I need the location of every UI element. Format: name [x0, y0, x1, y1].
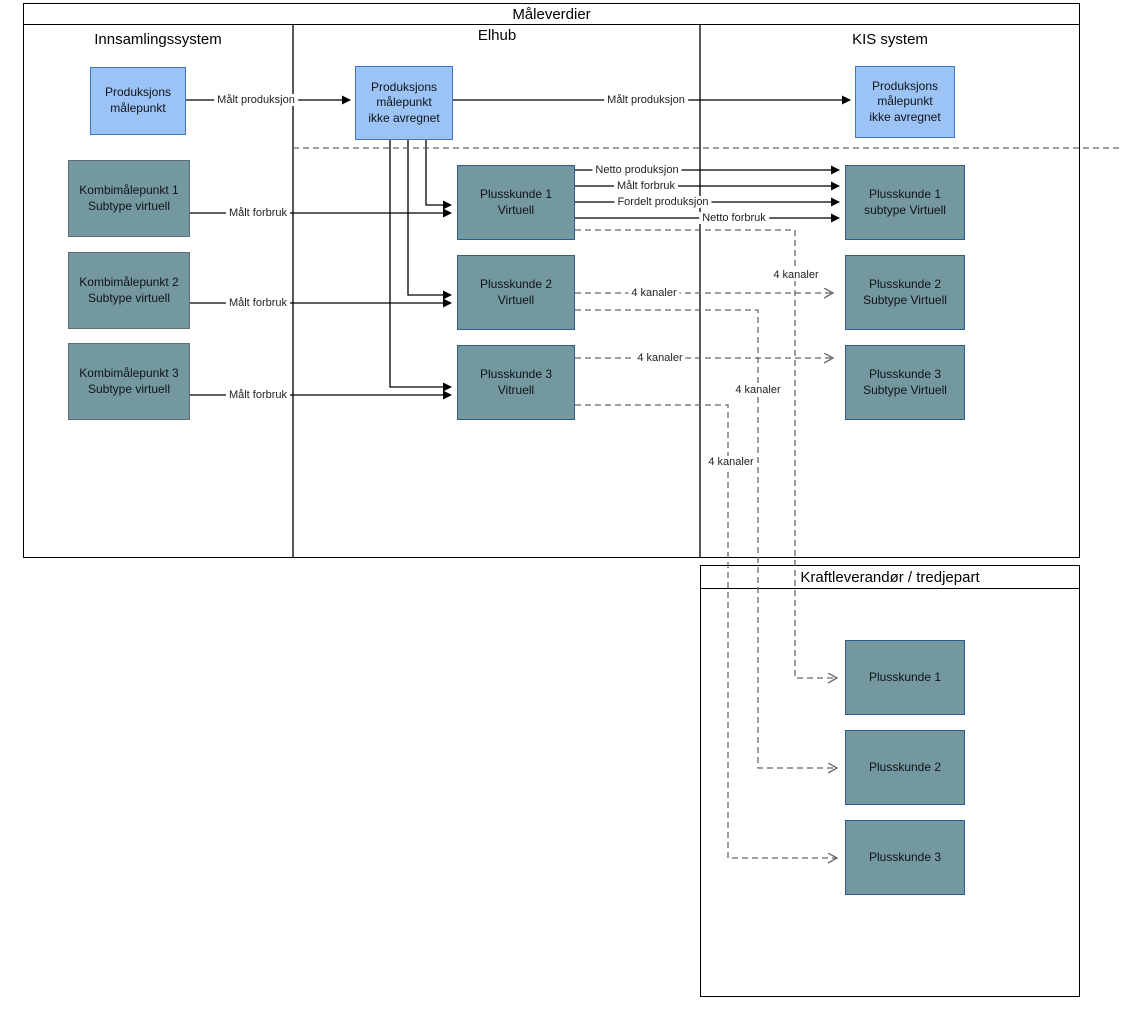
node-plusskunde-3-kraft: Plusskunde 3 — [845, 820, 965, 895]
edge-label-4kanaler-p1-kraft: 4 kanaler — [770, 269, 822, 281]
node-plusskunde-2-elhub: Plusskunde 2 Virtuell — [457, 255, 575, 330]
node-plusskunde-1-elhub: Plusskunde 1 Virtuell — [457, 165, 575, 240]
edge-label-4kanaler-p2-kis: 4 kanaler — [628, 287, 680, 299]
edge-label-malt-forbruk-3: Målt forbruk — [225, 389, 291, 401]
node-produksjons-malepunkt-kis: Produksjons målepunkt ikke avregnet — [855, 66, 955, 138]
edge-label-malt-forbruk-2: Målt forbruk — [225, 297, 291, 309]
kraftleverandor-title: Kraftleverandør / tredjepart — [800, 568, 980, 586]
edge-label-4kanaler-p2-kraft: 4 kanaler — [732, 384, 784, 396]
node-kombimalepunkt-1: Kombimålepunkt 1 Subtype virtuell — [68, 160, 190, 237]
edge-label-fordelt-produksjon: Fordelt produksjon — [614, 196, 712, 208]
edge-label-netto-forbruk: Netto forbruk — [699, 212, 769, 224]
edge-label-4kanaler-p3-kraft: 4 kanaler — [705, 456, 757, 468]
diagram-title: Måleverdier — [512, 5, 591, 23]
edge-label-4kanaler-p3-kis: 4 kanaler — [634, 352, 686, 364]
node-plusskunde-2-kis: Plusskunde 2 Subtype Virtuell — [845, 255, 965, 330]
edge-label-malt-forbruk-p1: Målt forbruk — [613, 180, 679, 192]
edge-label-malt-produksjon-1: Målt produksjon — [214, 94, 298, 106]
title-bar: Måleverdier — [23, 3, 1080, 25]
edge-label-netto-produksjon: Netto produksjon — [592, 164, 682, 176]
panel-header-innsamlingssystem: Innsamlingssystem — [94, 31, 222, 48]
edge-label-malt-produksjon-2: Målt produksjon — [604, 94, 688, 106]
node-produksjons-malepunkt-innsamling: Produksjons målepunkt — [90, 67, 186, 135]
main-frame — [23, 24, 1080, 558]
panel-header-elhub: Elhub — [477, 27, 517, 44]
node-kombimalepunkt-2: Kombimålepunkt 2 Subtype virtuell — [68, 252, 190, 329]
node-plusskunde-2-kraft: Plusskunde 2 — [845, 730, 965, 805]
node-plusskunde-1-kraft: Plusskunde 1 — [845, 640, 965, 715]
edge-label-malt-forbruk-1: Målt forbruk — [225, 207, 291, 219]
node-kombimalepunkt-3: Kombimålepunkt 3 Subtype virtuell — [68, 343, 190, 420]
node-plusskunde-3-kis: Plusskunde 3 Subtype Virtuell — [845, 345, 965, 420]
panel-header-kraftleverandor: Kraftleverandør / tredjepart — [701, 566, 1079, 589]
node-produksjons-malepunkt-elhub: Produksjons målepunkt ikke avregnet — [355, 66, 453, 140]
node-plusskunde-1-kis: Plusskunde 1 subtype Virtuell — [845, 165, 965, 240]
panel-header-kis: KIS system — [852, 31, 928, 48]
node-plusskunde-3-elhub: Plusskunde 3 Vitruell — [457, 345, 575, 420]
